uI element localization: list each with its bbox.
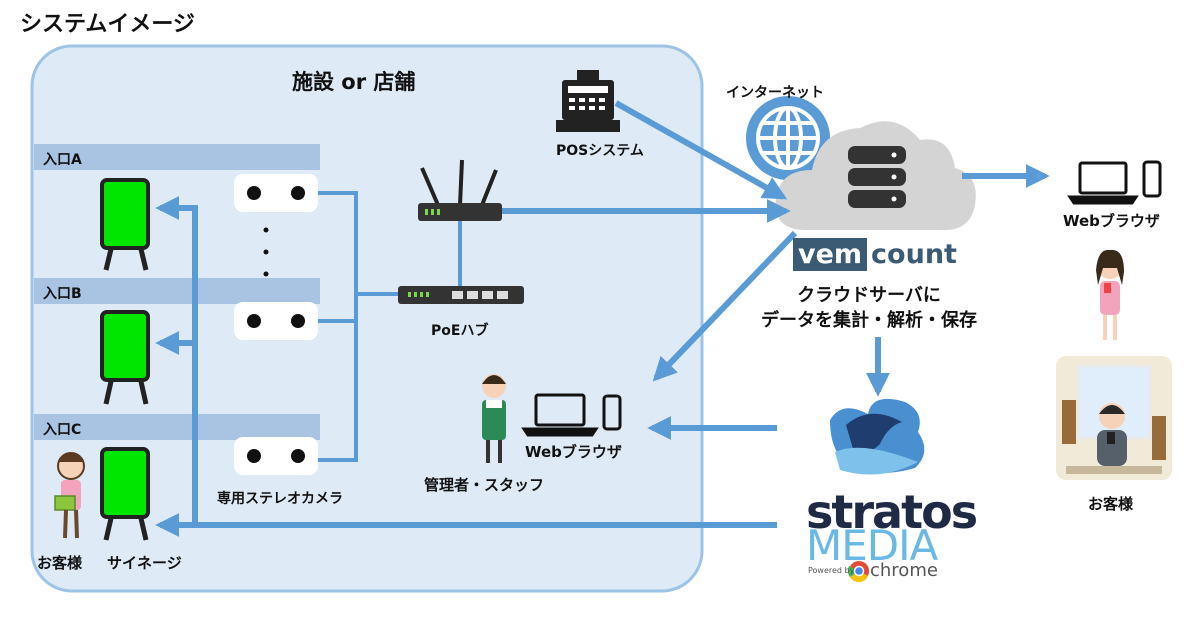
facility-area <box>30 44 704 593</box>
poe-hub-icon <box>398 286 524 304</box>
entrance-a-label: 入口A <box>43 152 82 168</box>
entrance-c-label: 入口C <box>43 422 82 438</box>
laptop-phone-top-icon <box>1067 160 1162 205</box>
pos-label: POSシステム <box>556 143 644 159</box>
camera-3 <box>234 437 318 475</box>
internet-label: インターネット <box>726 85 824 101</box>
stratos-logo-word1: stratos <box>806 485 978 539</box>
database-icon <box>848 146 906 208</box>
chrome-logo-icon <box>847 561 869 583</box>
entrance-c-bar <box>34 414 320 440</box>
signage-c <box>100 447 150 541</box>
customer-left-label: お客様 <box>37 554 83 572</box>
camera-1 <box>234 174 318 212</box>
stratos-bird-icon <box>830 398 925 475</box>
signage-a <box>100 178 150 271</box>
router-icon <box>418 159 502 221</box>
signage-b <box>100 310 150 405</box>
cloud-description-line1: クラウドサーバに <box>797 285 941 306</box>
customer-left-illustration <box>54 452 85 539</box>
entrance-b-bar <box>34 278 320 304</box>
staff-label: 管理者・スタッフ <box>424 476 545 494</box>
laptop-phone-staff-icon <box>521 393 622 437</box>
chrome-label: chrome <box>870 560 938 581</box>
arrow-to-signage-a <box>155 196 198 525</box>
arrow-pos-to-cloud <box>614 100 788 200</box>
customer-at-home-illustration <box>1056 356 1172 480</box>
arrow-cloud-to-staff <box>652 230 798 382</box>
web-browser-staff-label: Webブラウザ <box>525 443 622 461</box>
stratos-logo-word2: MEDIA <box>806 521 938 570</box>
poe-hub-label: PoEハブ <box>431 323 489 339</box>
customer-right-label: お客様 <box>1088 495 1134 513</box>
entrance-a-bar <box>34 144 320 170</box>
woman-customer-illustration <box>1096 249 1124 340</box>
pos-register-icon <box>556 70 620 132</box>
vemcount-logo-part1: vem <box>793 238 868 271</box>
web-browser-top-label: Webブラウザ <box>1063 212 1160 230</box>
camera-2 <box>234 302 318 340</box>
camera-wiring <box>318 191 398 462</box>
facility-label: 施設 or 店舗 <box>292 70 416 94</box>
page-title: システムイメージ <box>20 12 195 37</box>
globe-icon <box>746 96 830 180</box>
camera-label: 専用ステレオカメラ <box>217 491 343 507</box>
vemcount-logo: vem count <box>793 238 957 271</box>
camera-ellipsis <box>263 227 269 277</box>
entrance-b-label: 入口B <box>43 286 82 302</box>
cloud-description-line2: データを集計・解析・保存 <box>761 310 977 331</box>
powered-by-label: Powered by <box>808 566 855 575</box>
signage-label: サイネージ <box>107 554 182 572</box>
staff-illustration <box>482 374 506 463</box>
vemcount-logo-part2: count <box>871 239 957 270</box>
